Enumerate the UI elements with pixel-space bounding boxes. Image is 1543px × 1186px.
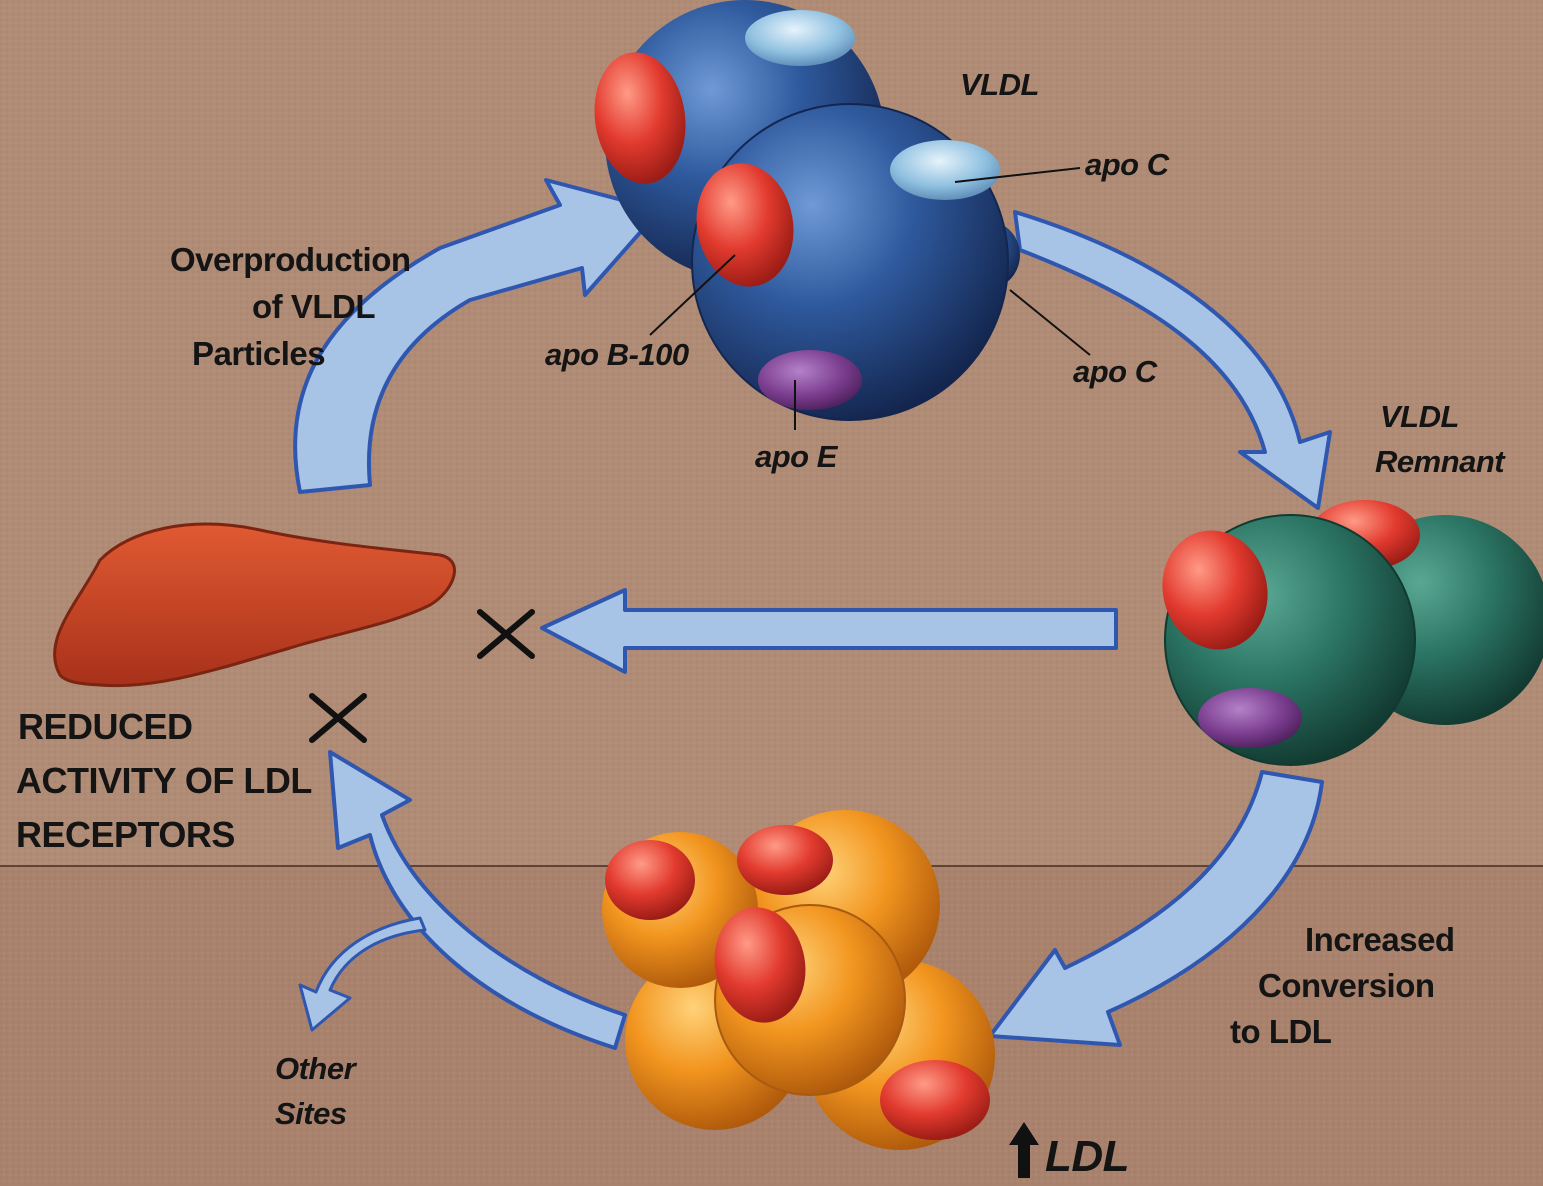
apo-e-label: apo E xyxy=(755,440,837,473)
increased-conversion-label-line3: to LDL xyxy=(1230,1014,1331,1050)
apo-b100-site xyxy=(737,825,833,895)
reduced-activity-label-line1: REDUCED xyxy=(18,708,193,747)
apo-e-site xyxy=(1198,688,1302,748)
vldl-remnant-label-line2: Remnant xyxy=(1375,445,1504,478)
vldl-remnant-label-line1: VLDL xyxy=(1380,400,1459,433)
apo-b100-site xyxy=(880,1060,990,1140)
increased-conversion-label-line2: Conversion xyxy=(1258,968,1435,1004)
other-sites-label-line1: Other xyxy=(275,1052,355,1085)
overproduction-label-line3: Particles xyxy=(192,336,325,372)
apo-c-top-label: apo C xyxy=(1085,148,1169,181)
apo-b100-label: apo B-100 xyxy=(545,338,689,371)
reduced-activity-label-line2: ACTIVITY OF LDL xyxy=(16,762,312,801)
other-sites-label-line2: Sites xyxy=(275,1097,347,1130)
apo-c-side-label: apo C xyxy=(1073,355,1157,388)
ldl-label: LDL xyxy=(1045,1133,1129,1181)
increased-conversion-label-line1: Increased xyxy=(1305,922,1455,958)
reduced-activity-label-line3: RECEPTORS xyxy=(16,816,235,855)
overproduction-label-line2: of VLDL xyxy=(252,289,375,325)
apo-c-site xyxy=(890,140,1000,200)
apo-b100-site xyxy=(605,840,695,920)
apo-c-site xyxy=(745,10,855,66)
overproduction-label-line1: Overproduction xyxy=(170,242,411,278)
vldl-label: VLDL xyxy=(960,68,1039,101)
apo-e-site xyxy=(758,350,862,410)
